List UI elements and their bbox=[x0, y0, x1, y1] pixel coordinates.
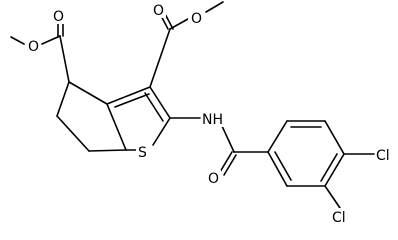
bond-c5-c6 bbox=[56, 115, 90, 152]
bond-ar4-ar5 bbox=[324, 153, 345, 187]
bond-c3a-c3 bbox=[106, 86, 151, 105]
atom-o-ester-top-left: O bbox=[28, 39, 39, 55]
atom-o-amide: O bbox=[208, 171, 219, 187]
bond-c3-c2 bbox=[149, 86, 171, 119]
bond-carbonyl-c-c4 bbox=[59, 35, 70, 83]
atom-cl-bottom: Cl bbox=[332, 210, 346, 226]
bond-amide-co-double-a bbox=[219, 151, 233, 173]
bond-c6-c6a bbox=[88, 149, 127, 152]
bond-c4-c3a bbox=[68, 81, 108, 105]
bond-ar6-ar1-inner bbox=[274, 151, 292, 181]
bond-carbonyl-c-c3 bbox=[149, 28, 171, 88]
bond-methyl-o-right bbox=[205, 1, 224, 13]
bond-ar1-ar2 bbox=[267, 120, 288, 153]
bond-c3a-c3-inner bbox=[114, 93, 150, 108]
atom-s: S bbox=[138, 145, 147, 161]
bonds bbox=[10, 1, 375, 209]
bond-ar5-cl-bottom bbox=[324, 185, 341, 209]
atom-o-carbonyl-top-left: O bbox=[53, 9, 64, 25]
atom-nh: NH bbox=[202, 112, 223, 128]
bond-amide-co-double-b bbox=[223, 154, 237, 176]
atom-o-ester-top-right: O bbox=[191, 11, 202, 27]
atom-labels: O O O O NH S O Cl Cl bbox=[25, 2, 397, 226]
bond-ar3-ar4 bbox=[324, 120, 345, 155]
bond-nh-carbonyl bbox=[221, 125, 235, 153]
bond-ar4-ar5-inner bbox=[320, 153, 338, 182]
bond-c4-c5 bbox=[56, 81, 70, 117]
bond-methyl-o-left bbox=[10, 36, 25, 45]
bond-ar6-ar1 bbox=[267, 151, 288, 187]
bond-c2-s bbox=[152, 117, 171, 146]
atom-cl-top: Cl bbox=[376, 148, 390, 164]
bond-c3a-c6a bbox=[106, 103, 127, 151]
molecule-structure-diagram: O O O O NH S O Cl Cl bbox=[10, 1, 397, 226]
bond-o-carbonyl-c-left bbox=[41, 35, 61, 45]
bond-c3-c2-inner bbox=[144, 92, 164, 122]
atom-o-carbonyl-top-right: O bbox=[153, 3, 164, 19]
